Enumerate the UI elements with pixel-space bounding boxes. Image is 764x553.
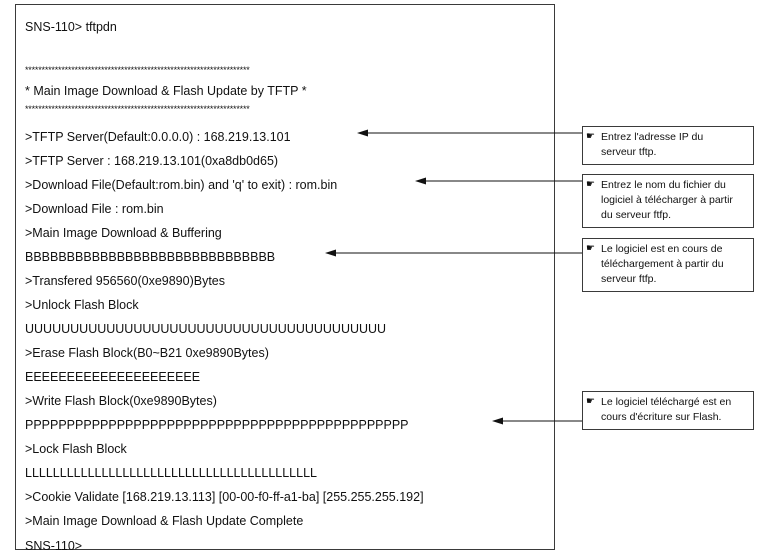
callout-text: Le logiciel est en cours de [601, 243, 723, 255]
arrowhead-ip [357, 129, 368, 137]
banner-title: * Main Image Download & Flash Update by … [25, 84, 307, 98]
terminal-line-write: >Write Flash Block(0xe9890Bytes) [25, 394, 217, 408]
callout-text: serveur tftp. [601, 146, 657, 158]
callout-file-name: ☛ Entrez le nom du fichier du logiciel à… [582, 174, 754, 228]
terminal-line-tftp-server-input: >TFTP Server(Default:0.0.0.0) : 168.219.… [25, 130, 291, 144]
terminal-line-cookie-validate: >Cookie Validate [168.219.13.113] [00-00… [25, 490, 424, 504]
callout-ip-address: ☛ Entrez l'adresse IP du serveur tftp. [582, 126, 754, 165]
banner-stars-top: ****************************************… [25, 65, 250, 75]
arrowhead-download [325, 249, 336, 257]
banner-stars-bottom: ****************************************… [25, 104, 250, 114]
terminal-line-buffering: >Main Image Download & Buffering [25, 226, 222, 240]
callout-text: téléchargement à partir du [601, 258, 724, 270]
terminal-line-unlock: >Unlock Flash Block [25, 298, 139, 312]
terminal-line-write-progress: PPPPPPPPPPPPPPPPPPPPPPPPPPPPPPPPPPPPPPPP… [25, 418, 409, 432]
prompt-start: SNS-110> tftpdn [25, 20, 117, 34]
terminal-line-unlock-progress: UUUUUUUUUUUUUUUUUUUUUUUUUUUUUUUUUUUUUUUU [25, 322, 387, 336]
prompt-end: SNS-110> [25, 539, 83, 553]
terminal-line-buffer-progress: BBBBBBBBBBBBBBBBBBBBBBBBBBBBBB [25, 250, 276, 264]
callout-text: Le logiciel téléchargé est en [601, 396, 732, 408]
callout-text: du serveur ftfp. [601, 209, 672, 221]
pointing-hand-icon: ☛ [586, 396, 595, 407]
callout-text: serveur ftfp. [601, 273, 657, 285]
terminal-line-erase-progress: EEEEEEEEEEEEEEEEEEEEE [25, 370, 201, 384]
terminal-line-download-file: >Download File : rom.bin [25, 202, 164, 216]
terminal-line-erase: >Erase Flash Block(B0~B21 0xe9890Bytes) [25, 346, 269, 360]
terminal-line-complete: >Main Image Download & Flash Update Comp… [25, 514, 304, 528]
pointing-hand-icon: ☛ [586, 179, 595, 190]
callout-text: cours d'écriture sur Flash. [601, 411, 722, 423]
terminal-window[interactable]: SNS-110> tftpdn ************************… [15, 4, 555, 553]
callout-text: logiciel à télécharger à partir [601, 194, 733, 206]
callout-flash-write: ☛ Le logiciel téléchargé est en cours d'… [582, 391, 754, 430]
terminal-line-transfered: >Transfered 956560(0xe9890)Bytes [25, 274, 226, 288]
arrowhead-filename [415, 177, 426, 185]
callout-download-progress: ☛ Le logiciel est en cours de télécharge… [582, 238, 754, 292]
terminal-line-lock: >Lock Flash Block [25, 442, 127, 456]
terminal-line-lock-progress: LLLLLLLLLLLLLLLLLLLLLLLLLLLLLLLLLLLLLLLL… [25, 466, 317, 480]
arrowhead-flash [492, 417, 503, 425]
terminal-line-tftp-server: >TFTP Server : 168.219.13.101(0xa8db0d65… [25, 154, 279, 168]
terminal-line-download-file-input: >Download File(Default:rom.bin) and 'q' … [25, 178, 338, 192]
callout-text: Entrez le nom du fichier du [601, 179, 726, 191]
pointing-hand-icon: ☛ [586, 243, 595, 254]
callout-text: Entrez l'adresse IP du [601, 131, 704, 143]
pointing-hand-icon: ☛ [586, 131, 595, 142]
